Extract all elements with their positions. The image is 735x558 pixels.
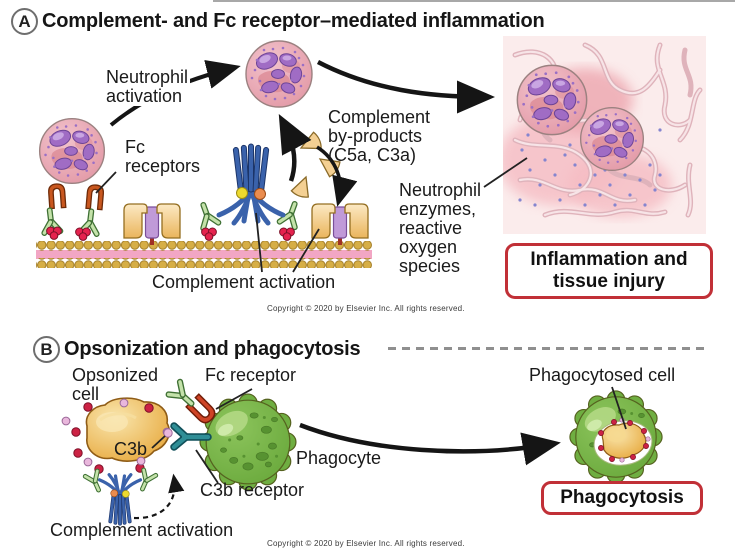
label-phagocyte: Phagocyte (296, 448, 382, 468)
c5a-binding-arrow (316, 145, 358, 207)
migration-arrow (316, 60, 495, 114)
inflammation-outcome-box: Inflammation and tissue injury (505, 243, 713, 299)
c3b-receptor-icon (163, 422, 212, 451)
label-c3b-receptor: C3b receptor (200, 480, 305, 500)
neutrophil-in-tissue (516, 64, 588, 136)
label-complement-byproducts: Complement by-products (C5a, C3a) (328, 107, 431, 165)
section-divider-dashed-line (388, 347, 706, 350)
figure-top-border (213, 0, 735, 2)
fc-receptor-icon (47, 182, 105, 211)
c5a-receptor-icon (311, 203, 369, 246)
panel-b-letter: B (33, 336, 60, 363)
label-fc-receptors: Fc receptors (125, 137, 201, 176)
copyright-a: Copyright © 2020 by Elsevier Inc. All ri… (267, 304, 465, 313)
c5a-receptor-icon (123, 203, 181, 246)
panel-a-title: Complement- and Fc receptor–mediated inf… (42, 10, 545, 32)
label-opsonized-cell: Opsonized cell (72, 365, 159, 404)
label-neutrophil-enzymes: Neutrophil enzymes, reactive oxygen spec… (399, 180, 482, 276)
label-complement-activation-a: Complement activation (152, 272, 336, 292)
phagocytosis-outcome-box: Phagocytosis (541, 481, 703, 515)
panel-b-pointer-lines (151, 386, 627, 484)
activated-neutrophil (245, 40, 313, 108)
label-complement-activation-b: Complement activation (50, 520, 234, 540)
neutrophil-in-tissue (579, 106, 645, 172)
phagocyte-cell (199, 393, 297, 491)
label-neutrophil-activation: Neutrophil activation (104, 67, 191, 106)
panel-b-title: Opsonization and phagocytosis (64, 338, 361, 360)
complement-deposition-dashed-arrow (133, 473, 185, 520)
panel-a-letter: A (11, 8, 38, 35)
phagocytosed-cell-graphic (569, 390, 663, 484)
opsonized-cell-graphic (61, 397, 172, 474)
tissue-injury-panel (503, 36, 706, 234)
membrane (36, 241, 372, 268)
label-c3b: C3b (114, 439, 148, 459)
panel-a-pointer-lines (95, 157, 528, 273)
phagocytosis-arrow (299, 422, 561, 466)
byproduct-feedback-arrow (278, 114, 312, 182)
complement-complex-icon (219, 144, 283, 223)
label-phagocytosed-cell: Phagocytosed cell (529, 365, 676, 385)
resting-neutrophil (38, 117, 106, 185)
copyright-b: Copyright © 2020 by Elsevier Inc. All ri… (267, 539, 465, 548)
label-fc-receptor: Fc receptor (205, 365, 297, 385)
